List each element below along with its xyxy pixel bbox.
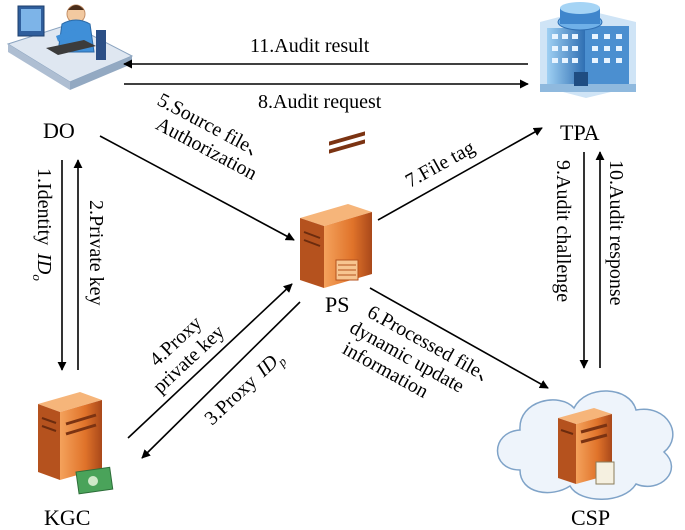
cloud-server-icon: [496, 390, 674, 500]
edge-label-proxy-id: 3.ProxyIDp: [200, 346, 289, 432]
edge-label-audit-challenge: 9.Audit challenge: [552, 160, 574, 302]
edge-label-audit-response: 10.Audit response: [605, 160, 627, 306]
edge-label-identity-sub: o: [30, 274, 45, 281]
edge-label-identity-math: ID: [33, 252, 55, 275]
server-icon: [300, 131, 372, 288]
edge-label-identity: 1.IdentityIDo: [30, 168, 55, 281]
arrow-processed-file: [369, 287, 549, 389]
do-label: DO: [43, 118, 75, 143]
edge-label-proxy-private-key: 4.Proxy private key: [145, 312, 229, 398]
csp-label: CSP: [571, 505, 610, 530]
svg-text:3.ProxyIDp: 3.ProxyIDp: [200, 346, 289, 432]
arrow-proxy-private-key: [127, 283, 293, 439]
tpa-label: TPA: [560, 120, 600, 145]
edge-label-file-tag: 7.File tag: [402, 137, 479, 193]
svg-text:1.IdentityIDo: 1.IdentityIDo: [30, 168, 55, 281]
kgc-label: KGC: [44, 505, 90, 530]
office-building-icon: [540, 2, 636, 98]
ps-label: PS: [325, 292, 349, 317]
edge-label-private-key: 2.Private key: [85, 200, 107, 306]
edge-label-processed-file: 6.Processed file、 dynamic update informa…: [339, 301, 503, 403]
arrow-file-tag: [377, 127, 543, 221]
edge-label-audit-request: 8.Audit request: [258, 91, 382, 113]
server-with-money-icon: [38, 392, 114, 495]
user-at-computer-icon: [6, 4, 134, 90]
edge-label-identity-text: 1.Identity: [33, 168, 55, 245]
edge-label-audit-result: 11.Audit result: [250, 35, 370, 57]
edge-label-source-file: 5.Source file、 Authorization: [152, 89, 272, 185]
arrow-proxy-id: [141, 301, 301, 459]
edge-label-proxy-id-text: 3.Proxy: [200, 371, 261, 430]
arrow-source-file: [99, 135, 295, 241]
